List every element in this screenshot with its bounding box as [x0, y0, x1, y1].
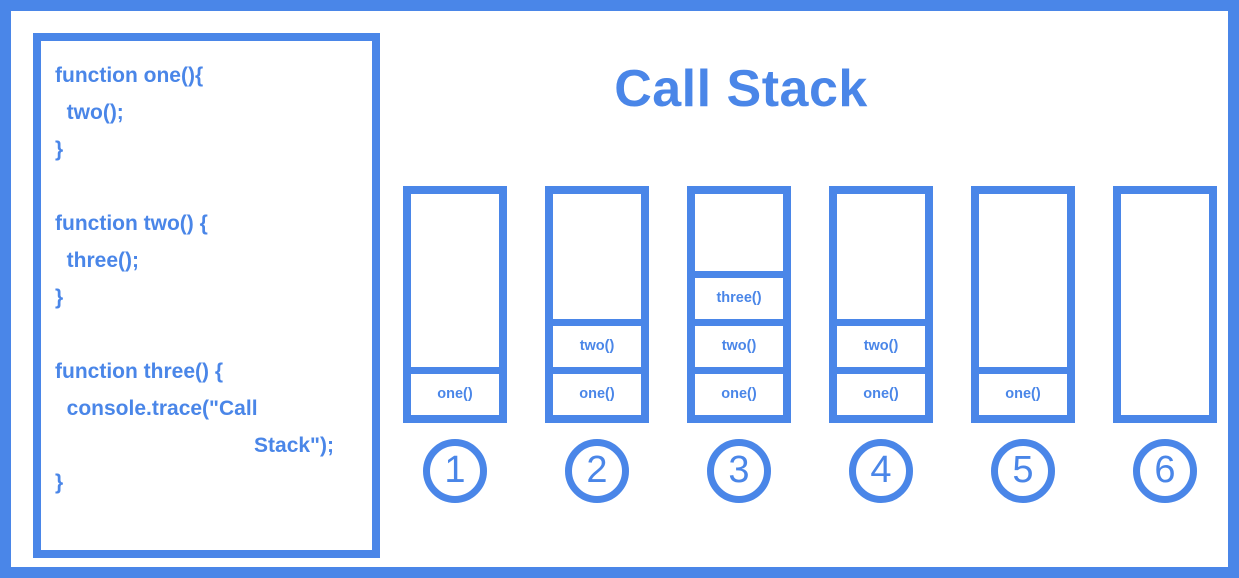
code-line: Stack"); [254, 434, 334, 457]
code-line: function three() { [55, 360, 223, 383]
stack-empty-space [411, 194, 499, 367]
stack-box: one() [971, 186, 1075, 423]
stack-frame: two() [695, 319, 783, 367]
code-line: three(); [55, 249, 139, 272]
step-number-badge: 1 [423, 439, 487, 503]
code-line: } [55, 286, 64, 309]
stack-column: two()one() 2 [545, 186, 649, 503]
stack-column: one() 5 [971, 186, 1075, 503]
stack-empty-space [1121, 194, 1209, 415]
stack-frame: two() [553, 319, 641, 367]
step-number-badge: 3 [707, 439, 771, 503]
step-number-badge: 6 [1133, 439, 1197, 503]
step-number-badge: 5 [991, 439, 1055, 503]
code-line: function one(){ [55, 64, 204, 87]
step-number-badge: 2 [565, 439, 629, 503]
stack-empty-space [553, 194, 641, 319]
code-line: } [55, 138, 64, 161]
stack-empty-space [695, 194, 783, 271]
stack-box: two()one() [829, 186, 933, 423]
code-line: two(); [55, 101, 124, 124]
stack-frame: one() [553, 367, 641, 415]
stack-empty-space [837, 194, 925, 319]
stack-column: one() 1 [403, 186, 507, 503]
code-panel: function one(){ two();} function two() {… [33, 33, 380, 558]
code-listing: function one(){ two();} function two() {… [41, 41, 372, 501]
stack-frame: one() [411, 367, 499, 415]
code-line: function two() { [55, 212, 208, 235]
stack-column: three()two()one() 3 [687, 186, 791, 503]
stack-empty-space [979, 194, 1067, 367]
stack-box: two()one() [545, 186, 649, 423]
code-line: } [55, 471, 64, 494]
stack-frame: one() [695, 367, 783, 415]
stack-frame: one() [837, 367, 925, 415]
stack-box: three()two()one() [687, 186, 791, 423]
page-title: Call Stack [614, 60, 868, 118]
stack-frame: one() [979, 367, 1067, 415]
stack-frame: two() [837, 319, 925, 367]
stack-column: two()one() 4 [829, 186, 933, 503]
stack-frame: three() [695, 271, 783, 319]
stack-box: one() [403, 186, 507, 423]
code-line: console.trace("Call [55, 397, 258, 420]
code-line [55, 316, 358, 353]
stack-box [1113, 186, 1217, 423]
code-line [55, 168, 358, 205]
stack-column: 6 [1113, 186, 1217, 503]
step-number-badge: 4 [849, 439, 913, 503]
